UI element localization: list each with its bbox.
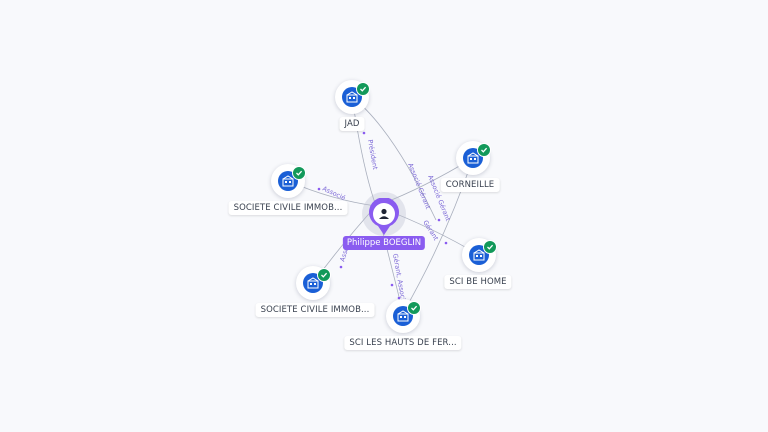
verified-check-icon [407,301,421,315]
company-node-corneille[interactable]: CORNEILLE [440,141,500,192]
verified-check-icon [483,240,497,254]
edge-label-associe-gerant-1: Associé Gérant [406,162,432,211]
verified-check-icon [292,166,306,180]
company-node-jad[interactable]: JAD [335,80,370,131]
company-node-sci-hauts-de-fer[interactable]: SCI LES HAUTS DE FER... [344,299,462,350]
person-node-center[interactable]: Philippe BOEGLIN [342,192,426,250]
company-node-sci-immob-1[interactable]: SOCIETE CIVILE IMMOB... [228,164,348,215]
person-icon [369,198,399,235]
company-label: JAD [339,117,365,131]
edge-corneille-hauts [402,157,474,314]
company-label: SOCIETE CIVILE IMMOB... [228,201,348,215]
verified-check-icon [477,143,491,157]
company-label: SOCIETE CIVILE IMMOB... [255,303,375,317]
edge-label-gerant-associe: Gérant, Associé [391,253,408,305]
verified-check-icon [356,82,370,96]
company-label: SCI LES HAUTS DE FER... [344,336,462,350]
edge-label-associe-1: Associé [321,185,347,203]
company-node-sci-immob-2[interactable]: SOCIETE CIVILE IMMOB... [255,266,375,317]
company-node-sci-be-home[interactable]: SCI BE HOME [444,238,512,289]
edge-label-president: Président [366,139,379,171]
company-label: SCI BE HOME [444,275,512,289]
verified-check-icon [317,268,331,282]
person-label: Philippe BOEGLIN [342,236,426,250]
company-label: CORNEILLE [440,178,500,192]
